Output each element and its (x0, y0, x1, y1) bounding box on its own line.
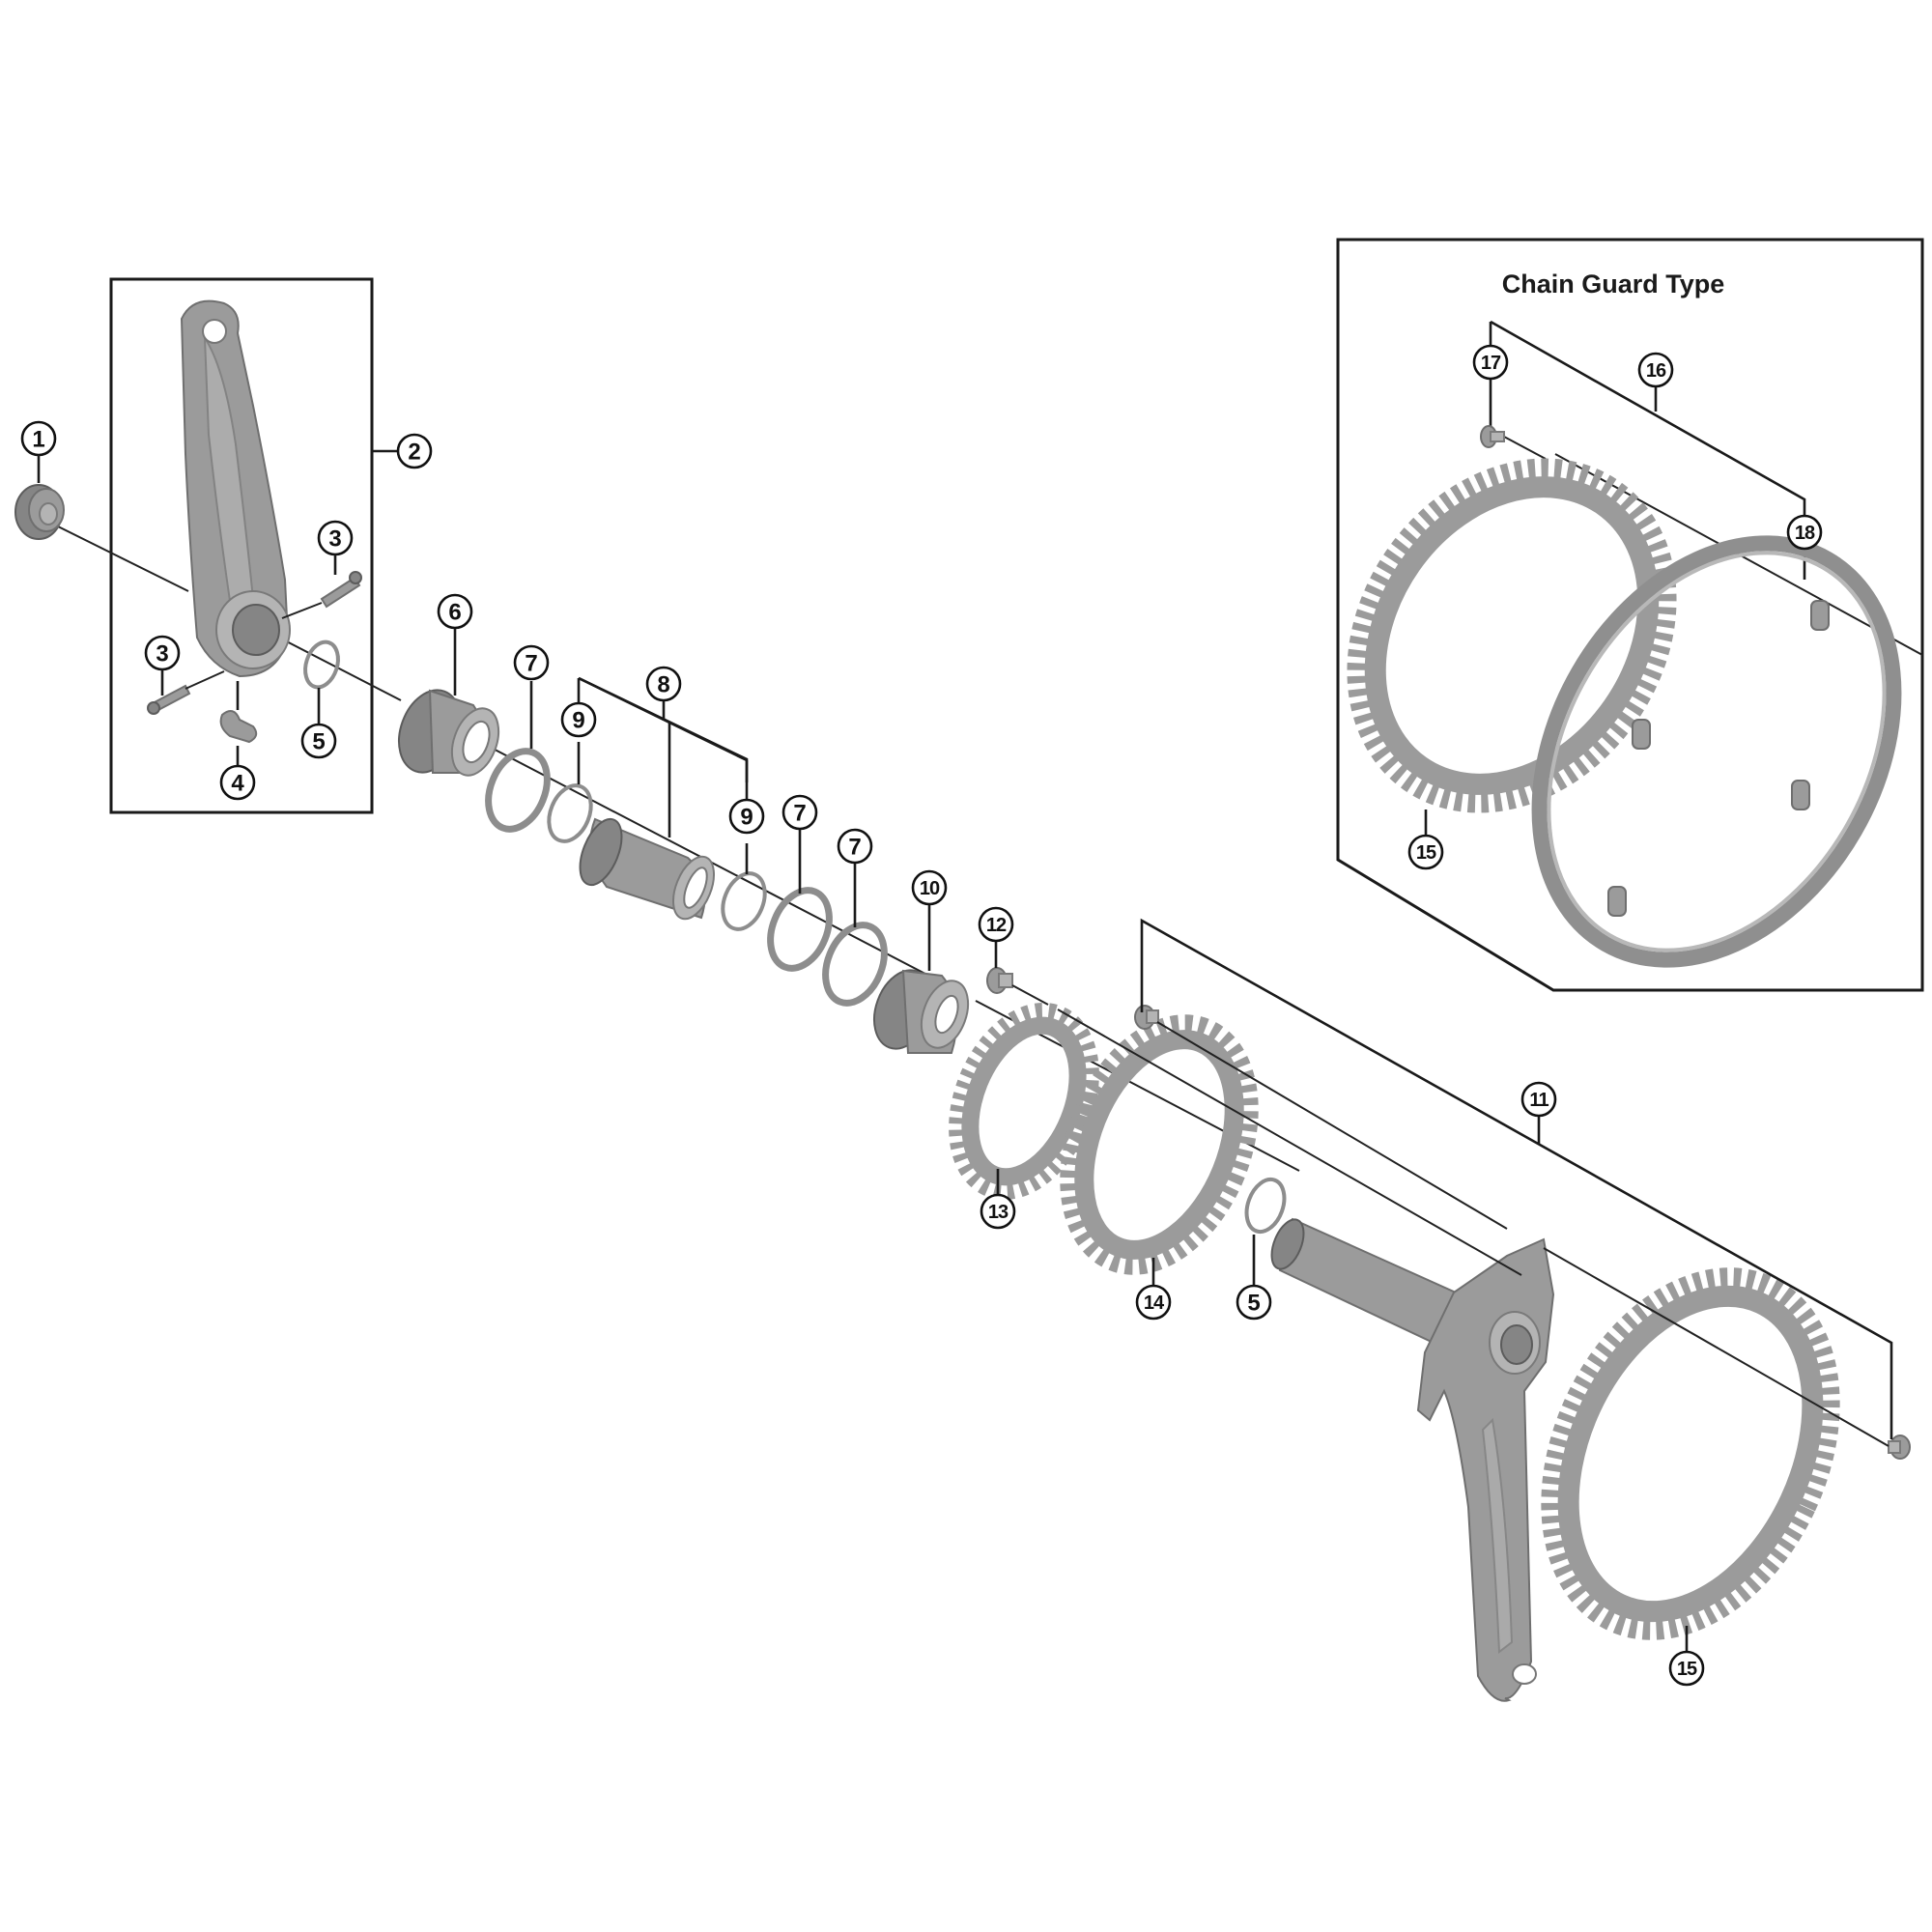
callout-2: 2 (396, 433, 433, 469)
callout-14: 14 (1135, 1284, 1172, 1321)
callout-15-inset: 15 (1407, 834, 1444, 870)
callout-5-left: 5 (300, 723, 337, 759)
svg-text:1: 1 (32, 427, 44, 453)
part-5-o-ring-left[interactable] (299, 638, 343, 692)
callout-3-upper: 3 (317, 520, 354, 556)
svg-text:4: 4 (231, 771, 244, 797)
part-7-spacer-c[interactable] (814, 917, 895, 1012)
part-4-plate[interactable] (219, 710, 258, 744)
svg-text:16: 16 (1646, 360, 1666, 382)
svg-text:9: 9 (740, 805, 753, 831)
part-1-crank-cap[interactable] (14, 484, 65, 540)
part-8-inner-cover[interactable] (572, 813, 723, 924)
callout-16: 16 (1637, 352, 1674, 388)
svg-text:7: 7 (525, 651, 537, 677)
part-17-chain-guard-bolt[interactable] (1480, 425, 1505, 448)
svg-text:10: 10 (920, 878, 940, 899)
part-15-large-chainring[interactable] (1506, 1241, 1876, 1667)
part-14-middle-chainring[interactable] (1042, 1004, 1276, 1286)
part-12-chainring-bolt[interactable] (986, 967, 1013, 994)
svg-text:7: 7 (793, 801, 806, 827)
svg-text:7: 7 (848, 835, 861, 861)
svg-text:2: 2 (408, 440, 420, 466)
part-7-spacer-b[interactable] (759, 882, 839, 978)
callout-7a: 7 (513, 644, 550, 681)
svg-text:9: 9 (572, 708, 584, 734)
part-11-chainring-bolt-right[interactable] (1888, 1435, 1911, 1460)
part-9-o-ring-b[interactable] (715, 867, 773, 936)
part-3-bolt-upper[interactable] (320, 571, 362, 609)
part-5-o-ring-right[interactable] (1240, 1175, 1292, 1237)
svg-text:5: 5 (1247, 1291, 1260, 1317)
part-15-inset-chainring[interactable] (1302, 417, 1721, 854)
callout-12: 12 (978, 906, 1014, 943)
callout-9a: 9 (560, 701, 597, 738)
callout-7c: 7 (837, 828, 873, 865)
callout-5-right: 5 (1236, 1284, 1272, 1321)
part-18-chain-guard[interactable] (1467, 479, 1932, 1023)
part-10-right-adapter[interactable] (864, 962, 977, 1057)
inset-title: Chain Guard Type (1502, 270, 1725, 298)
bracket-11 (1140, 918, 1893, 1439)
callout-6: 6 (437, 593, 473, 630)
svg-text:8: 8 (657, 672, 669, 698)
svg-text:6: 6 (448, 600, 461, 626)
part-2-left-crank-arm[interactable] (180, 299, 291, 678)
part-11-right-crank-arm[interactable] (1265, 1215, 1555, 1702)
svg-text:15: 15 (1677, 1659, 1697, 1680)
callout-3-lower: 3 (144, 635, 181, 671)
svg-text:18: 18 (1795, 523, 1815, 544)
svg-text:13: 13 (988, 1202, 1009, 1223)
callout-4: 4 (219, 764, 256, 801)
part-3-bolt-lower[interactable] (147, 684, 191, 715)
svg-text:5: 5 (312, 729, 325, 755)
svg-text:11: 11 (1529, 1090, 1548, 1111)
callout-15-main: 15 (1668, 1650, 1705, 1687)
chain-guard-inset-frame (1336, 238, 1924, 992)
svg-text:17: 17 (1481, 353, 1501, 374)
callout-1: 1 (20, 420, 57, 457)
svg-text:3: 3 (328, 526, 341, 553)
part-6-left-adapter[interactable] (388, 681, 507, 781)
callout-13: 13 (980, 1193, 1016, 1230)
callout-18: 18 (1786, 514, 1823, 551)
part-11-outer-bolt[interactable] (1134, 1005, 1159, 1030)
svg-text:14: 14 (1144, 1293, 1165, 1314)
svg-text:15: 15 (1416, 842, 1436, 864)
part-9-o-ring-a[interactable] (541, 780, 599, 848)
svg-text:3: 3 (156, 641, 168, 668)
callout-8: 8 (645, 666, 682, 702)
callout-10: 10 (911, 869, 948, 906)
callout-9b: 9 (728, 798, 765, 835)
svg-text:12: 12 (986, 915, 1007, 936)
part-7-spacer-a[interactable] (477, 743, 557, 838)
callout-7b: 7 (781, 794, 818, 831)
callout-17: 17 (1472, 344, 1509, 381)
left-crank-group-frame (109, 277, 374, 814)
callout-11: 11 (1520, 1081, 1557, 1118)
